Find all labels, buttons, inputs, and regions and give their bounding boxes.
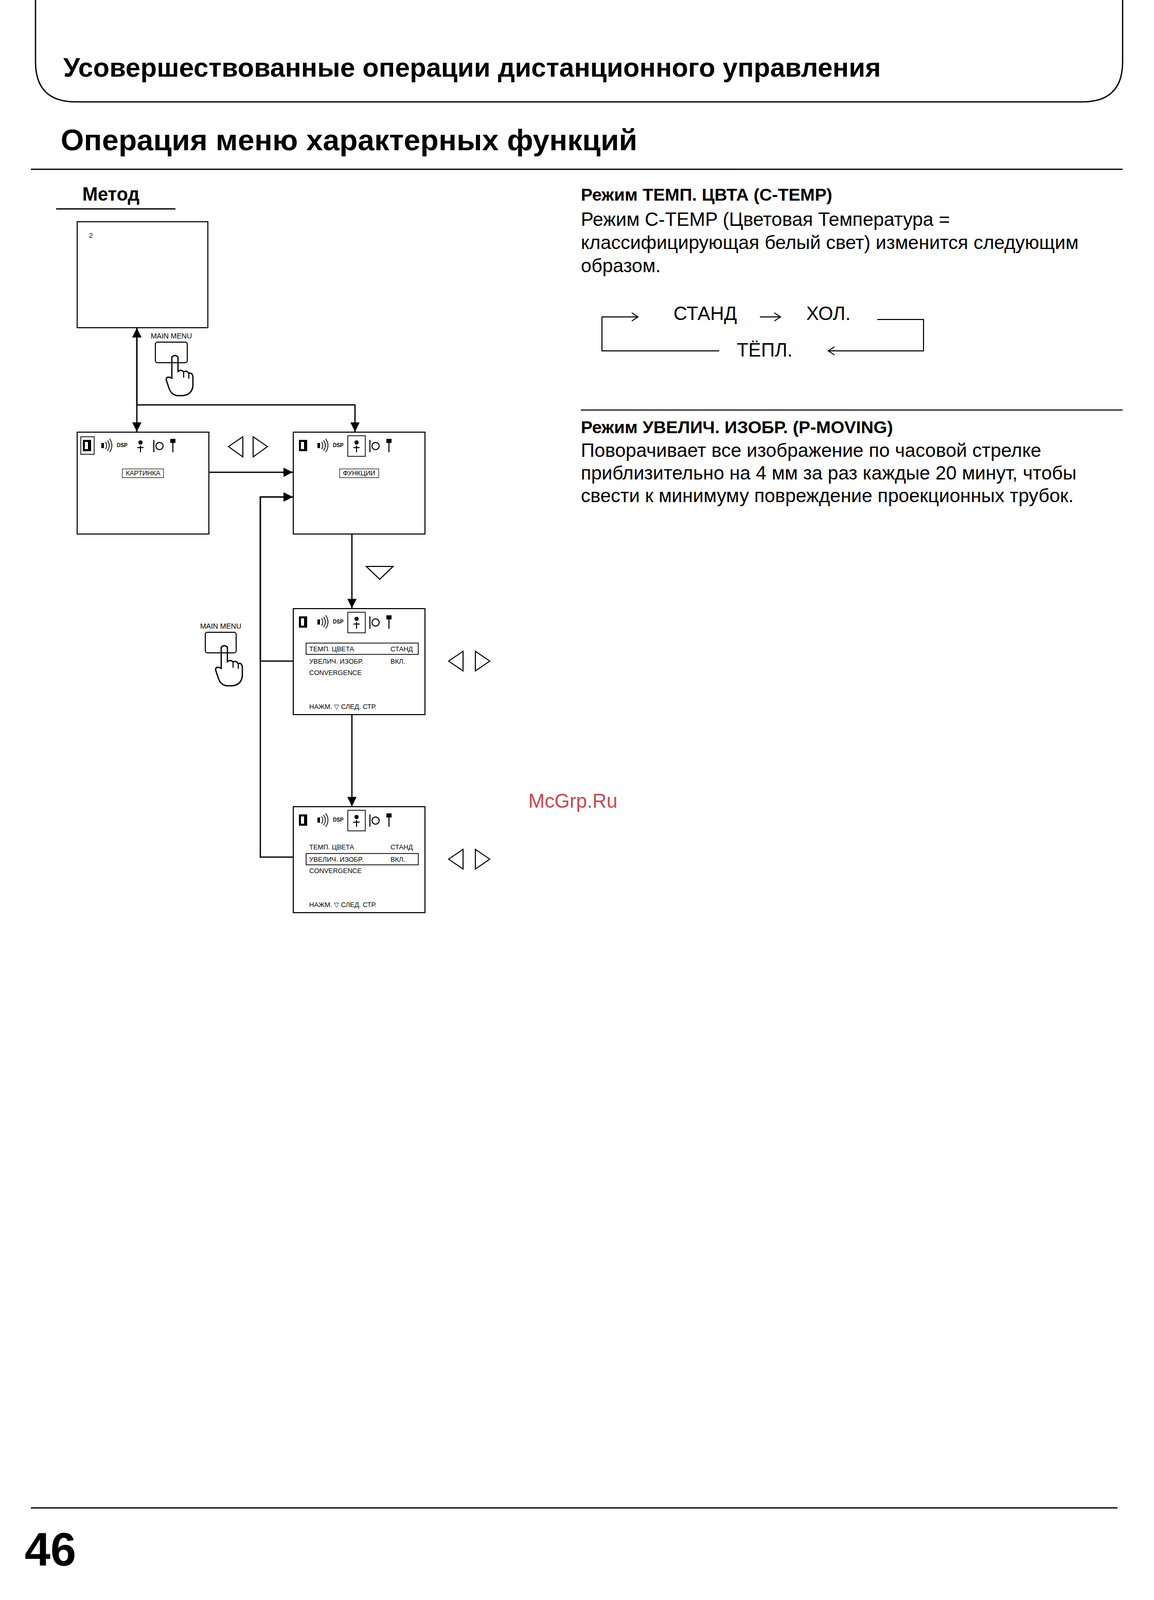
section-header: Усовершествованные операции дистанционно… bbox=[63, 51, 881, 84]
hand-icon bbox=[166, 355, 193, 396]
page-title: Операция меню характерных функций bbox=[60, 121, 638, 158]
menu-tab: ФУНКЦИИ bbox=[339, 468, 380, 478]
mode-heading: Режим ТЕМП. ЦВТА (C-TEMP) bbox=[580, 184, 833, 206]
cycle-state: СТАНД bbox=[673, 302, 737, 326]
mode-description: Поворачивает все изображение по часовой … bbox=[580, 439, 1122, 508]
cycle-arrowhead bbox=[631, 312, 638, 322]
menu-item: УВЕЛИЧ. ИЗОБР. bbox=[309, 657, 364, 666]
icon-caption: DSP bbox=[332, 817, 344, 824]
icon-caption: DSP bbox=[332, 442, 344, 449]
menu-item: НАЖМ. ▽ СЛЕД. СТР. bbox=[309, 702, 377, 712]
section-rule bbox=[580, 409, 1123, 411]
cycle-mid-arrow bbox=[759, 312, 781, 322]
menu-icon-row bbox=[82, 438, 176, 453]
menu-item: СТАНД bbox=[390, 645, 413, 654]
cycle-state: ХОЛ. bbox=[806, 302, 851, 326]
icon-highlight bbox=[347, 612, 366, 633]
icon-highlight bbox=[80, 436, 95, 455]
icon-caption: DSP bbox=[332, 618, 344, 626]
button-label: MAIN MENU bbox=[150, 331, 192, 341]
icon-highlight bbox=[347, 435, 366, 457]
channel-number: 2 bbox=[89, 231, 93, 240]
menu-item: ВКЛ. bbox=[390, 657, 405, 666]
mode-heading: Режим УВЕЛИЧ. ИЗОБР. (P-MOVING) bbox=[580, 416, 894, 438]
title-rule bbox=[30, 168, 1123, 171]
page-number: 46 bbox=[24, 1521, 77, 1578]
flow-arrow bbox=[209, 471, 293, 474]
tv-screen: 2 bbox=[76, 221, 209, 329]
method-heading: Метод bbox=[82, 183, 140, 206]
menu-icon-row bbox=[298, 813, 392, 827]
hand-icon bbox=[215, 645, 243, 686]
cycle-right-bracket bbox=[828, 319, 924, 351]
tv-screen: КАРТИНКА bbox=[76, 431, 210, 535]
icon-caption: DSP bbox=[116, 442, 128, 449]
menu-item: ТЕМП. ЦВЕТА bbox=[309, 843, 354, 852]
menu-item: НАЖМ. ▽ СЛЕД. СТР. bbox=[309, 900, 377, 910]
cycle-state: ТЁПЛ. bbox=[736, 339, 793, 362]
left-right-symbol bbox=[228, 436, 490, 869]
menu-item: CONVERGENCE bbox=[309, 866, 362, 876]
remote-button: MAIN MENU bbox=[154, 341, 188, 364]
menu-item: CONVERGENCE bbox=[309, 668, 362, 678]
cycle-arrowhead bbox=[828, 346, 835, 355]
menu-item: СТАНД bbox=[390, 843, 413, 852]
menu-item: ТЕМП. ЦВЕТА bbox=[309, 645, 354, 654]
menu-screen: ТЕМП. ЦВЕТА СТАНД УВЕЛИЧ. ИЗОБР. ВКЛ. CONVER… bbox=[292, 608, 426, 716]
menu-item-highlight bbox=[306, 643, 419, 655]
header-frame bbox=[35, 0, 1123, 102]
menu-icon-row bbox=[298, 438, 392, 453]
remote-button: MAIN MENU bbox=[204, 631, 237, 654]
down-symbol bbox=[366, 566, 394, 580]
flow-arrow bbox=[136, 328, 355, 432]
menu-item: ВКЛ. bbox=[390, 855, 405, 864]
watermark: McGrp.Ru bbox=[528, 789, 618, 814]
mode-description: Режим C-TEMP (Цветовая Температура = кла… bbox=[580, 207, 1122, 278]
menu-icon-row bbox=[298, 615, 392, 629]
tv-screen: ФУНКЦИИ bbox=[292, 431, 426, 535]
menu-item: УВЕЛИЧ. ИЗОБР. bbox=[309, 855, 364, 864]
icon-highlight bbox=[347, 810, 366, 831]
button-label: MAIN MENU bbox=[200, 622, 242, 631]
menu-item-highlight bbox=[306, 853, 419, 865]
flow-arrow bbox=[351, 534, 353, 609]
flow-arrow bbox=[260, 496, 293, 662]
flow-arrow bbox=[351, 715, 353, 807]
method-underline bbox=[56, 208, 176, 210]
flow-arrow bbox=[260, 496, 293, 858]
menu-tab: КАРТИНКА bbox=[121, 468, 164, 478]
menu-screen: ТЕМП. ЦВЕТА СТАНД УВЕЛИЧ. ИЗОБР. ВКЛ. CONVER… bbox=[292, 806, 426, 914]
footer-rule bbox=[30, 1507, 1118, 1509]
